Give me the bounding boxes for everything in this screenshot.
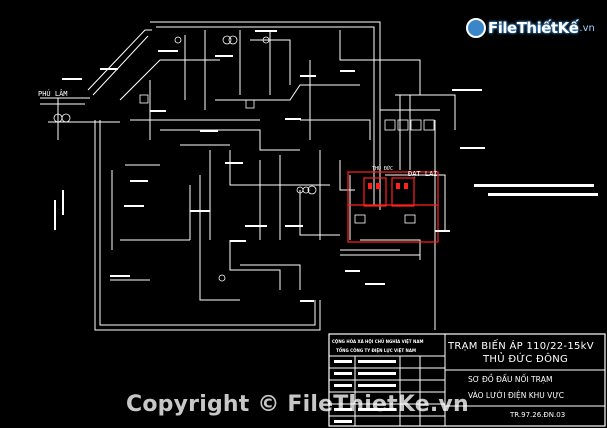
drawing-title-line-2: THỦ ĐỨC ĐÔNG [483, 354, 569, 365]
label-thu-duc: THỦ ĐỨC [372, 166, 394, 172]
logo-brand: FileThiếtKế [488, 19, 579, 37]
feeder-line [87, 29, 152, 91]
busbar [299, 190, 340, 236]
filethietke-logo: FileThiếtKế .vn [466, 14, 595, 42]
feeder-line [94, 120, 321, 331]
org-line-1: CỘNG HÒA XÃ HỘI CHỦ NGHĨA VIỆT NAM [332, 339, 424, 344]
feeder-line [150, 21, 381, 210]
drawing-title-line-1: TRẠM BIẾN ÁP 110/22-15kV [448, 341, 594, 352]
busbar [385, 174, 446, 230]
busbar [215, 84, 360, 101]
logo-badge-icon [466, 18, 486, 38]
drawing-subtitle-line-2: VÀO LƯỚI ĐIỆN KHU VỰC [468, 391, 564, 400]
busbar [300, 119, 371, 140]
feeder-line [339, 30, 421, 95]
label-dat-lai: ĐẠT LAI [408, 170, 438, 178]
feeder-line [395, 94, 456, 130]
feeder-line [92, 35, 149, 96]
busbar [229, 240, 281, 290]
busbar [360, 239, 421, 260]
feeder-line [119, 59, 220, 101]
copyright-watermark: Copyright © FileThietKe.vn [126, 392, 469, 417]
busbar [240, 264, 301, 290]
drawing-code: TR.97.26.ĐN.03 [510, 411, 566, 419]
label-phu-lam: PHÚ LÂM [38, 90, 68, 98]
logo-suffix: .vn [579, 22, 595, 34]
busbar [199, 175, 240, 301]
busbar [160, 129, 300, 151]
feeder-line [156, 26, 375, 205]
busbar [229, 150, 330, 186]
highlighted-switchyard [347, 171, 439, 243]
drawing-subtitle-line-1: SƠ ĐỒ ĐẤU NỐI TRẠM [468, 375, 553, 384]
org-line-2: TỔNG CÔNG TY ĐIỆN LỰC VIỆT NAM [336, 348, 416, 353]
feeder-line [99, 120, 316, 326]
